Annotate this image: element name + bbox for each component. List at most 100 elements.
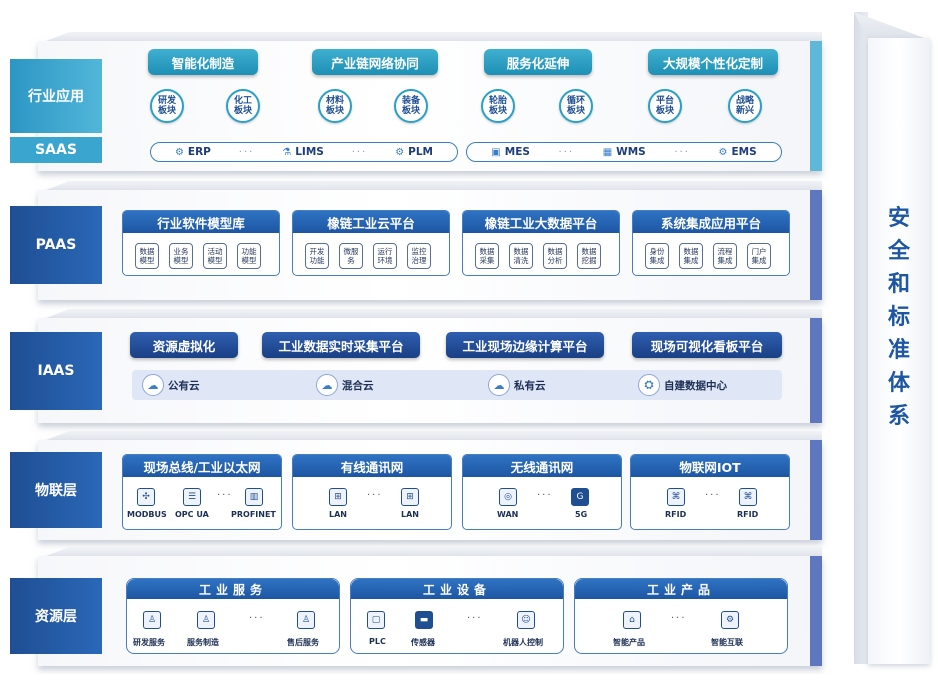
lab-icon: ⚗ [282, 146, 292, 158]
resource-group-title[interactable]: 工业服务 [127, 579, 339, 599]
iot-group-title[interactable]: 现场总线/工业以太网 [123, 455, 281, 477]
saas-item[interactable]: ⚙ERP [174, 146, 211, 158]
iaas-platform[interactable]: 工业数据实时采集平台 [262, 332, 420, 358]
paas-tab: PAAS [10, 206, 102, 284]
resource-tab: 资源层 [10, 578, 102, 654]
saas-item[interactable]: ⚙EMS [718, 146, 757, 158]
resource-item-label: 机器人控制 [503, 638, 543, 647]
resource-item-label: 智能互联 [711, 638, 743, 647]
paas-item[interactable]: 活动模型 [203, 243, 227, 269]
iot-group-title[interactable]: 有线通讯网 [293, 455, 451, 477]
saas-bar-right: ▣MES ··· ▦WMS ··· ⚙EMS [466, 142, 782, 162]
resource-group-title[interactable]: 工业产品 [575, 579, 787, 599]
iot-item-label: 5G [575, 510, 588, 519]
iaas-layer: IAAS 资源虚拟化 工业数据实时采集平台 工业现场边缘计算平台 现场可视化看板… [10, 309, 822, 423]
paas-item[interactable]: 功能模型 [237, 243, 261, 269]
industry-group-title[interactable]: 服务化延伸 [484, 49, 592, 75]
cloud-icon: ☁ [142, 374, 164, 396]
security-standards-column: 安 全 和 标 准 体 系 [854, 12, 944, 664]
server-icon[interactable]: ☰ [183, 488, 201, 506]
paas-item[interactable]: 数据挖掘 [577, 243, 601, 269]
resource-group: 工业设备 ▢ PLC ▬ 传感器 ··· ☺ 机器人控制 [350, 578, 564, 654]
paas-item[interactable]: 身份集成 [645, 243, 669, 269]
industry-item[interactable]: 材料板块 [318, 89, 352, 123]
cloud-private[interactable]: ☁私有云 [488, 374, 546, 396]
paas-group-title[interactable]: 行业软件模型库 [123, 211, 279, 233]
network-icon[interactable]: ✣ [137, 488, 155, 506]
industry-item[interactable]: 研发板块 [150, 89, 184, 123]
iaas-platform[interactable]: 工业现场边缘计算平台 [446, 332, 604, 358]
paas-group: 系统集成应用平台 身份集成 数据集成 流程集成 门户集成 [632, 210, 790, 276]
paas-item[interactable]: 门户集成 [747, 243, 771, 269]
wan-icon[interactable]: ◎ [499, 488, 517, 506]
iot-item-label: LAN [329, 510, 347, 519]
industry-item[interactable]: 装备板块 [394, 89, 428, 123]
lan-icon[interactable]: ⊞ [401, 488, 419, 506]
paas-item[interactable]: 数据分析 [543, 243, 567, 269]
industry-item[interactable]: 轮胎板块 [481, 89, 515, 123]
iot-group-title[interactable]: 无线通讯网 [463, 455, 621, 477]
cloud-hybrid[interactable]: ☁混合云 [316, 374, 374, 396]
paas-group-title[interactable]: 系统集成应用平台 [633, 211, 789, 233]
paas-item[interactable]: 数据模型 [135, 243, 159, 269]
saas-item[interactable]: ⚙PLM [395, 146, 433, 158]
cloud-public[interactable]: ☁公有云 [142, 374, 200, 396]
saas-item[interactable]: ▦WMS [602, 146, 646, 158]
iot-item-label: WAN [497, 510, 519, 519]
iot-group-title[interactable]: 物联网IOT [631, 455, 789, 477]
lan-icon[interactable]: ⊞ [329, 488, 347, 506]
robot-icon[interactable]: ☺ [517, 611, 535, 629]
paas-layer: PAAS 行业软件模型库 数据模型 业务模型 活动模型 功能模型 橡链工业云平台… [10, 181, 822, 300]
resource-item-label: 传感器 [411, 638, 435, 647]
iot-item-label: RFID [665, 510, 687, 519]
product-icon[interactable]: ⌂ [623, 611, 641, 629]
paas-item[interactable]: 监控治理 [407, 243, 431, 269]
gear-icon: ⚙ [395, 146, 405, 158]
iot-group: 有线通讯网 ⊞ LAN ··· ⊞ LAN [292, 454, 452, 530]
paas-item[interactable]: 运行环境 [373, 243, 397, 269]
cloud-datacenter[interactable]: ⛭自建数据中心 [638, 374, 727, 396]
industry-item[interactable]: 平台板块 [648, 89, 682, 123]
rfid-icon[interactable]: ⌘ [667, 488, 685, 506]
paas-group-title[interactable]: 橡链工业大数据平台 [463, 211, 619, 233]
paas-item[interactable]: 数据清洗 [509, 243, 533, 269]
iaas-platform[interactable]: 现场可视化看板平台 [632, 332, 782, 358]
resource-item-label: PLC [369, 637, 386, 646]
rfid-icon[interactable]: ⌘ [739, 488, 757, 506]
iaas-platform[interactable]: 资源虚拟化 [130, 332, 238, 358]
connect-icon[interactable]: ⚙ [721, 611, 739, 629]
resource-group-title[interactable]: 工业设备 [351, 579, 563, 599]
paas-item[interactable]: 微服务 [339, 243, 363, 269]
paas-group-title[interactable]: 橡链工业云平台 [293, 211, 449, 233]
industry-item[interactable]: 战略新兴 [728, 89, 762, 123]
iot-group: 现场总线/工业以太网 ✣ MODBUS ☰ OPC UA ··· ▥ PROFI… [122, 454, 282, 530]
paas-item[interactable]: 数据采集 [475, 243, 499, 269]
iot-group: 无线通讯网 ◎ WAN ··· G 5G [462, 454, 622, 530]
5g-icon[interactable]: G [571, 488, 589, 506]
sensor-icon[interactable]: ▬ [415, 611, 433, 629]
device-icon[interactable]: ▥ [245, 488, 263, 506]
paas-item[interactable]: 业务模型 [169, 243, 193, 269]
iot-item-label: LAN [401, 510, 419, 519]
paas-item[interactable]: 开发功能 [305, 243, 329, 269]
iot-group: 物联网IOT ⌘ RFID ··· ⌘ RFID [630, 454, 790, 530]
service-icon[interactable]: ♙ [197, 611, 215, 629]
industry-group-title[interactable]: 智能化制造 [148, 49, 258, 75]
saas-item[interactable]: ⚗LIMS [282, 146, 324, 158]
plc-icon[interactable]: ▢ [367, 611, 385, 629]
industry-group-title[interactable]: 产业链网络协同 [312, 49, 438, 75]
paas-item[interactable]: 流程集成 [713, 243, 737, 269]
saas-item[interactable]: ▣MES [491, 146, 530, 158]
datacenter-icon: ⛭ [638, 374, 660, 396]
cloud-bar [132, 370, 782, 400]
industry-item[interactable]: 循环板块 [559, 89, 593, 123]
service-icon[interactable]: ♙ [143, 611, 161, 629]
industry-group-title[interactable]: 大规模个性化定制 [648, 49, 778, 75]
iot-layer: 物联层 现场总线/工业以太网 ✣ MODBUS ☰ OPC UA ··· ▥ P… [10, 431, 822, 540]
saas-bar-left: ⚙ERP ··· ⚗LIMS ··· ⚙PLM [150, 142, 458, 162]
industry-item[interactable]: 化工板块 [226, 89, 260, 123]
resource-item-label: 智能产品 [613, 638, 645, 647]
service-icon[interactable]: ♙ [297, 611, 315, 629]
cloud-icon: ☁ [316, 374, 338, 396]
paas-item[interactable]: 数据集成 [679, 243, 703, 269]
